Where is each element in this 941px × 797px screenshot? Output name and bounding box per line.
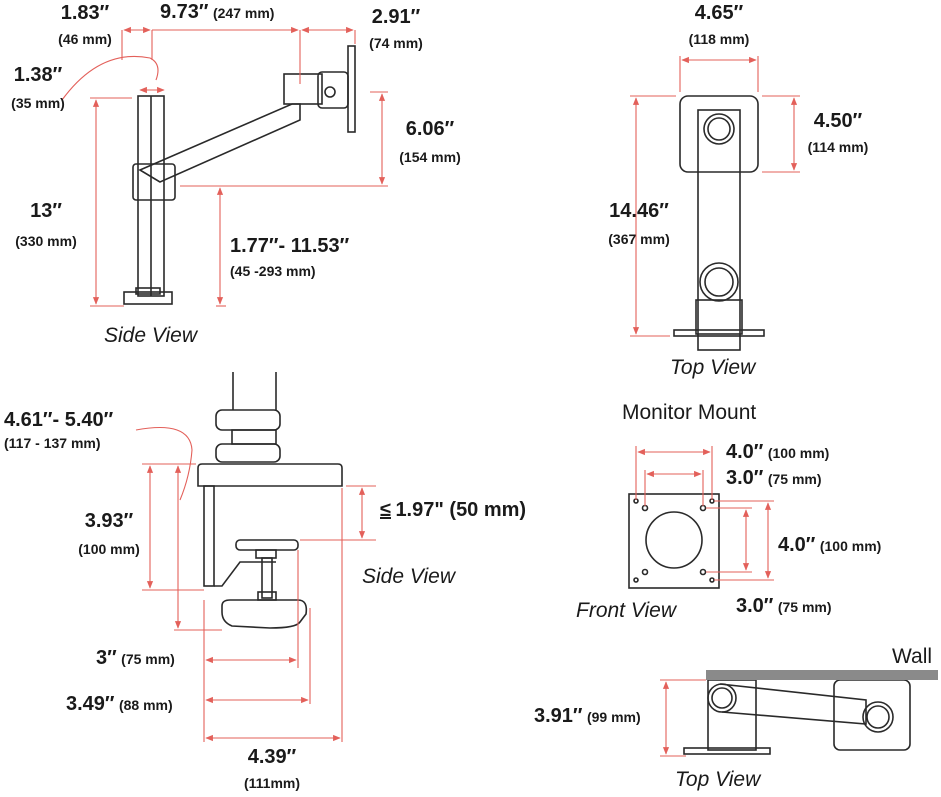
wall-label: Wall	[892, 645, 933, 668]
dim-inches: 3″	[96, 647, 117, 669]
dim-1-38: 1.38″ (35 mm)	[2, 64, 74, 111]
dim-14-46: 14.46″ (367 mm)	[596, 200, 682, 247]
clamp-side-view-drawing	[197, 372, 343, 629]
dim-inches: 1.38″	[13, 64, 63, 86]
dim-inches: 3.0″	[736, 595, 774, 617]
dim-mm: (88 mm)	[118, 697, 173, 713]
dim-mm: (247 mm)	[212, 5, 275, 21]
dim-3-91: 3.91″ (99 mm)	[534, 706, 641, 726]
dimension-lines	[61, 26, 800, 757]
dim-mm: (154 mm)	[399, 149, 461, 165]
dim-inches: 1.97" (50 mm)	[395, 499, 527, 521]
dim-inches: 1.83″	[60, 2, 110, 24]
dim-13: 13″ (330 mm)	[6, 200, 86, 249]
dim-inches: 4.50″	[813, 110, 863, 132]
dim-mm: (330 mm)	[15, 233, 77, 249]
dim-3: 3″ (75 mm)	[96, 648, 175, 668]
dim-mm: (46 mm)	[58, 31, 112, 47]
dim-mm: (100 mm)	[767, 445, 830, 461]
wall-top-view-label: Top View	[675, 768, 761, 791]
dim-1-83: 1.83″ (46 mm)	[50, 2, 120, 47]
dim-4-0-height: 4.0″ (100 mm)	[778, 535, 881, 555]
dim-3-93: 3.93″ (100 mm)	[66, 510, 152, 557]
dim-inches: 4.61″- 5.40″	[4, 409, 114, 431]
dim-inches: 14.46″	[609, 200, 669, 222]
dim-inches: 13″	[30, 200, 62, 222]
dim-4-50: 4.50″ (114 mm)	[798, 110, 878, 155]
dim-mm: (45 -293 mm)	[230, 263, 316, 279]
dim-inches: 4.65″	[694, 2, 744, 24]
dim-mm: (117 - 137 mm)	[4, 435, 101, 451]
dim-mm: (99 mm)	[586, 709, 641, 725]
dim-inches: 4.39″	[247, 746, 297, 768]
dim-mm: (100 mm)	[78, 541, 140, 557]
top-view-drawing	[673, 95, 765, 351]
wall-bar	[706, 670, 938, 680]
dim-inches: 3.93″	[84, 510, 134, 532]
monitor-mount-front-drawing	[628, 493, 720, 589]
clamp-side-view-label: Side View	[362, 565, 456, 588]
dim-mm: (118 mm)	[688, 31, 750, 47]
dim-3-0-height: 3.0″ (75 mm)	[736, 596, 832, 616]
dim-mm: (367 mm)	[608, 231, 670, 247]
monitor-mount-title: Monitor Mount	[622, 401, 757, 424]
dim-2-91: 2.91″ (74 mm)	[360, 6, 432, 51]
dim-9-73: 9.73″ (247 mm)	[160, 2, 274, 22]
dim-4-39: 4.39″ (111mm)	[232, 746, 312, 791]
dim-4-65: 4.65″ (118 mm)	[676, 2, 762, 47]
dim-inches: 3.0″	[726, 467, 764, 489]
dim-4-0-width: 4.0″ (100 mm)	[726, 442, 829, 462]
dim-inches: 2.91″	[371, 6, 421, 28]
dim-4-61-5-40: 4.61″- 5.40″ (117 - 137 mm)	[4, 410, 113, 450]
dim-inches: 4.0″	[778, 534, 816, 556]
dim-mm: (114 mm)	[807, 139, 869, 155]
dim-inches: 3.91″	[534, 705, 583, 727]
dim-mm: (100 mm)	[819, 538, 882, 554]
dim-mm: (35 mm)	[11, 95, 65, 111]
dim-prefix: ≤	[380, 499, 391, 521]
dim-inches: 6.06″	[405, 118, 455, 140]
dim-mm: (75 mm)	[777, 599, 832, 615]
dim-6-06: 6.06″ (154 mm)	[390, 118, 470, 165]
dim-inches: 4.0″	[726, 441, 764, 463]
side-view-label: Side View	[104, 324, 198, 347]
top-view-label: Top View	[670, 356, 756, 379]
dim-3-49: 3.49″ (88 mm)	[66, 694, 173, 714]
dim-mm: (74 mm)	[369, 35, 423, 51]
dim-mm: (75 mm)	[767, 471, 822, 487]
dim-inches: 1.77″- 11.53″	[230, 235, 350, 257]
dim-3-0-width: 3.0″ (75 mm)	[726, 468, 822, 488]
dim-1-77-11-53: 1.77″- 11.53″ (45 -293 mm)	[230, 236, 349, 278]
dim-1-97: ≤ 1.97" (50 mm)	[380, 500, 526, 520]
wall-top-view-drawing	[683, 679, 911, 755]
dim-mm: (75 mm)	[121, 651, 175, 667]
front-view-label: Front View	[576, 599, 676, 622]
dim-mm: (111mm)	[243, 775, 301, 791]
dim-inches: 3.49″	[66, 693, 115, 715]
dim-inches: 9.73″	[160, 1, 209, 23]
side-view-arm-drawing	[123, 45, 356, 305]
